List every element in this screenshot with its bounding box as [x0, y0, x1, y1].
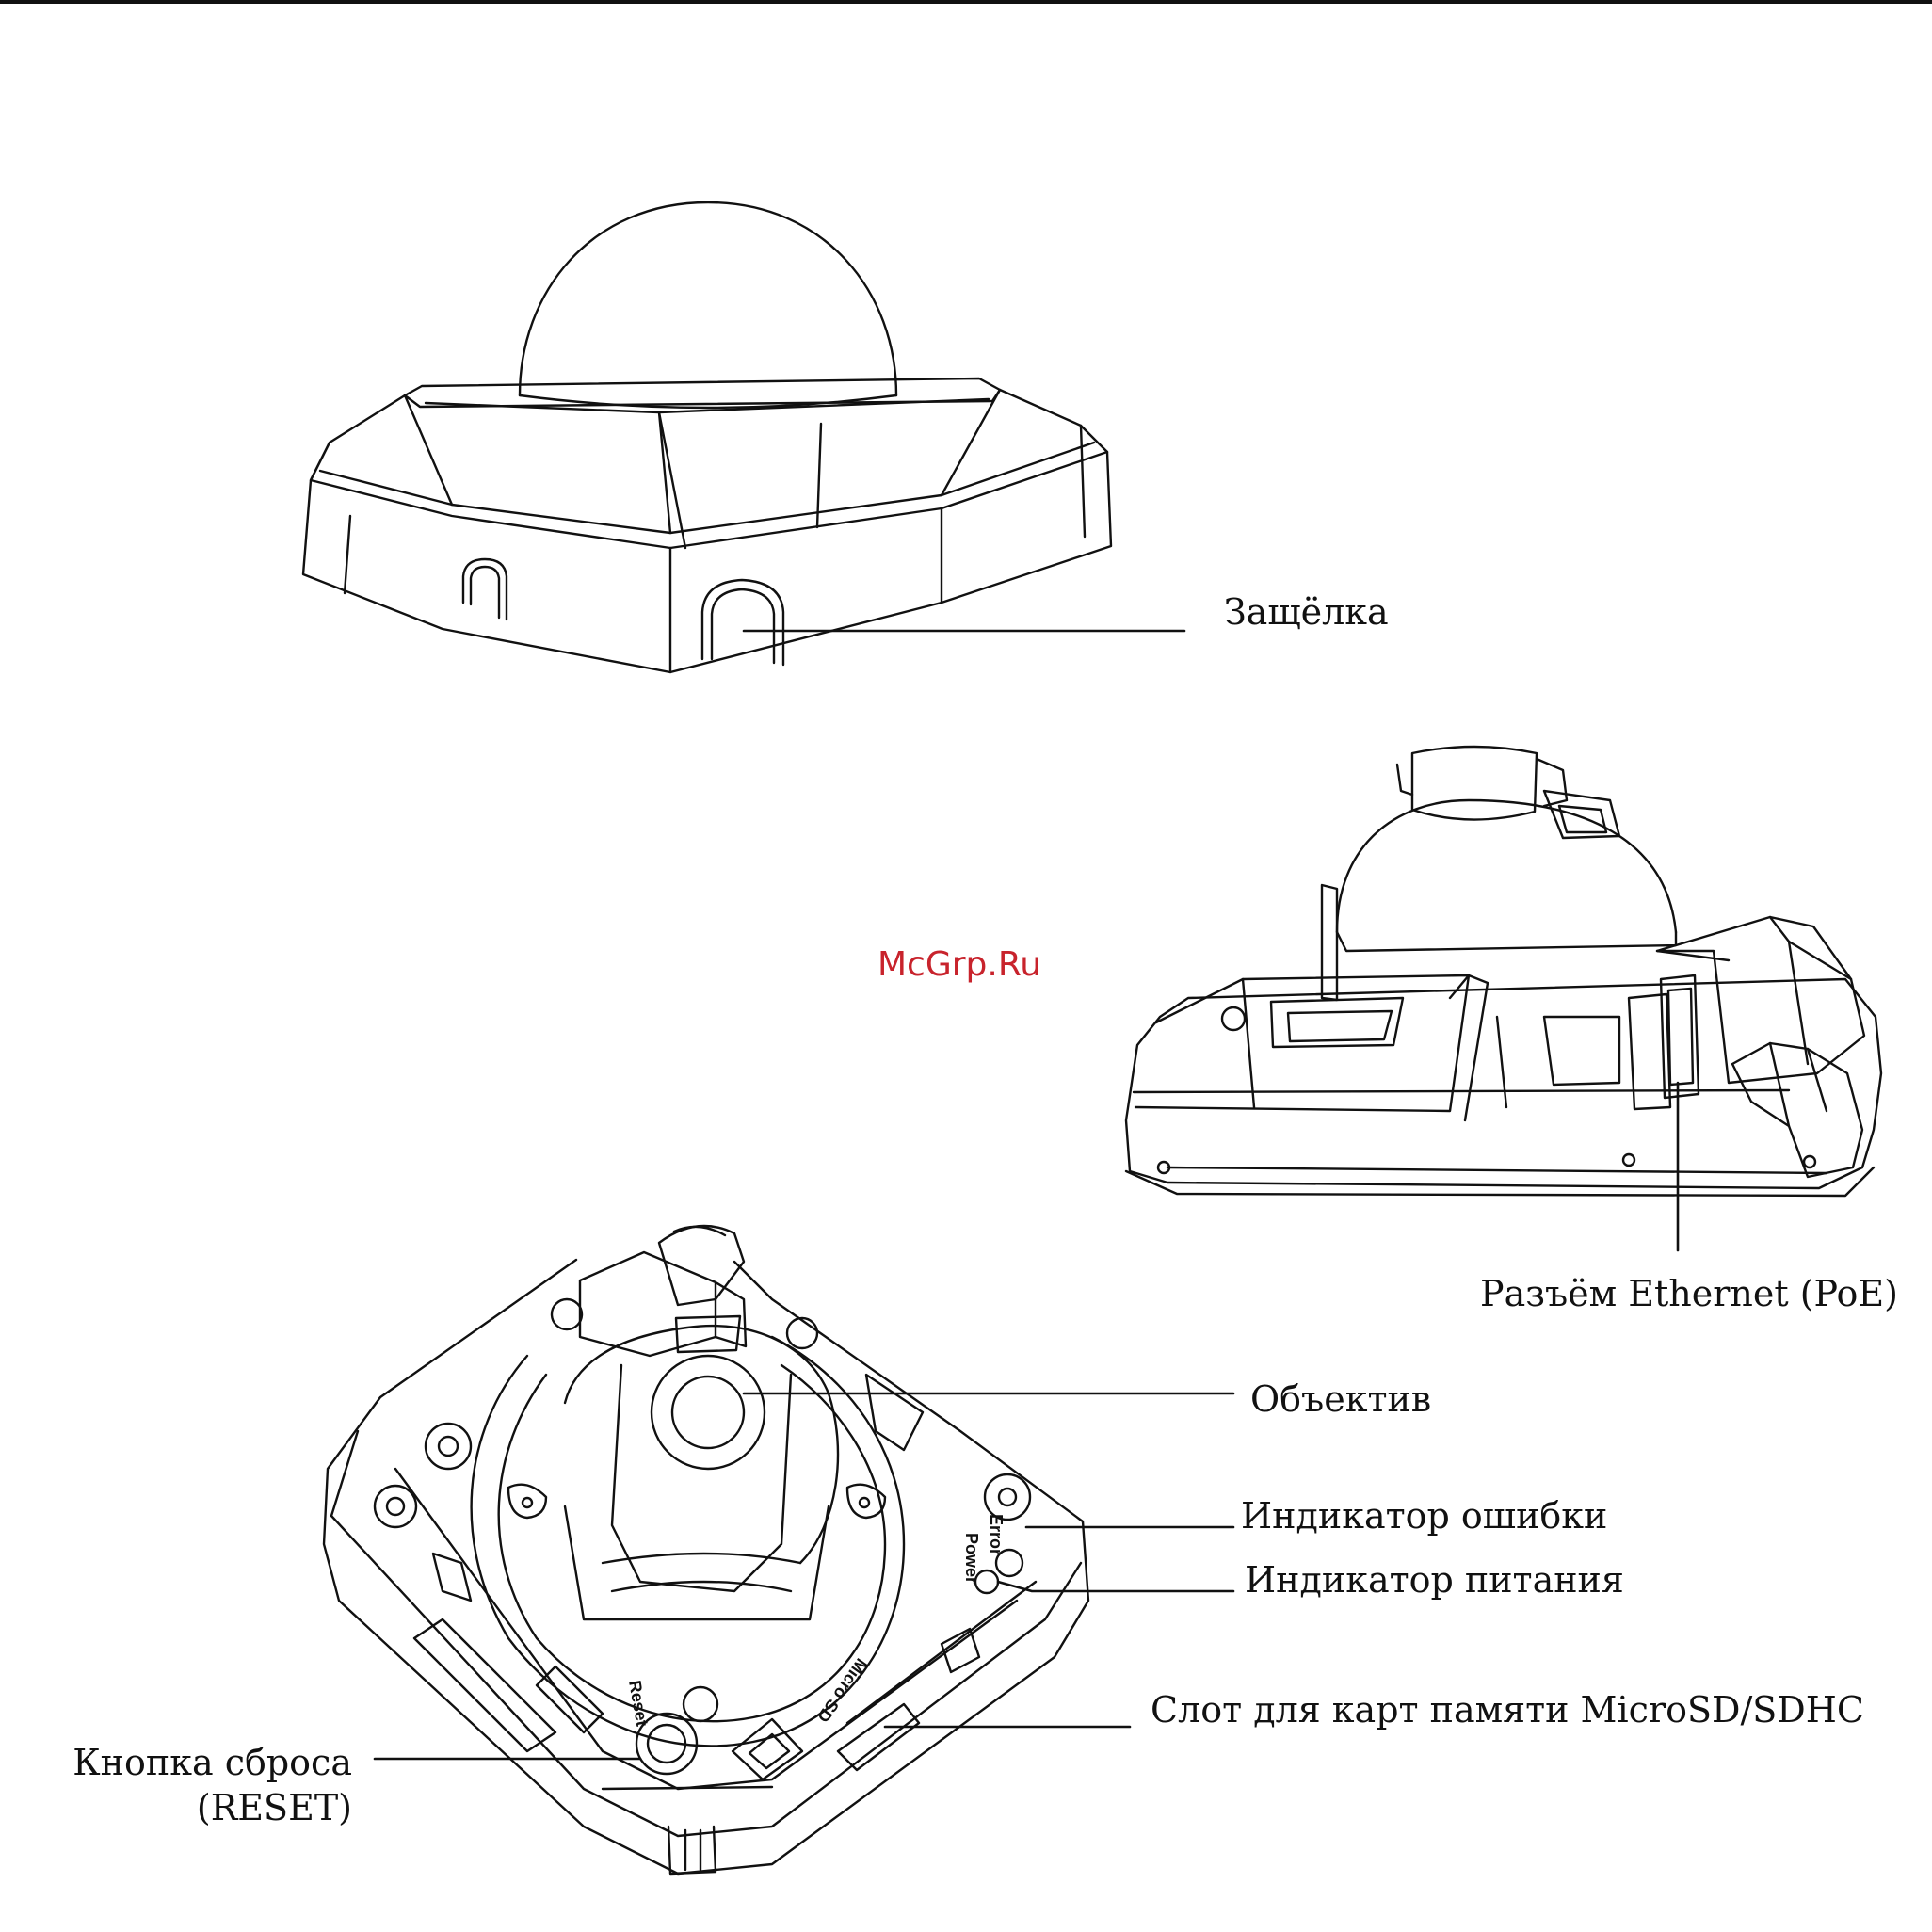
board-label-power: Power: [962, 1533, 981, 1584]
label-error-indicator: Индикатор ошибки: [1241, 1495, 1607, 1538]
lens: [652, 1356, 765, 1469]
top-cable-connector: [659, 1226, 744, 1305]
label-reset-line2: (RESET): [56, 1787, 352, 1830]
open-camera-side-illustration: [1126, 747, 1881, 1196]
board-printing: Power Error Micro SD Reset: [625, 1514, 1006, 1728]
label-lens: Объектив: [1250, 1378, 1431, 1422]
screw-hole-left: [375, 1486, 416, 1527]
dome-cover: [520, 202, 896, 395]
board-label-error: Error: [987, 1514, 1006, 1555]
label-ethernet-poe: Разъём Ethernet (PoE): [1480, 1273, 1898, 1316]
label-power-indicator: Индикатор питания: [1245, 1559, 1624, 1602]
watermark: McGrp.Ru: [877, 945, 1041, 984]
latch-opening-right: [702, 580, 783, 665]
board-label-reset: Reset: [625, 1679, 652, 1728]
label-reset-line1: Кнопка сброса: [56, 1742, 352, 1785]
lens-module-dome: [1337, 800, 1676, 932]
microsd-slot: [733, 1719, 802, 1779]
label-latch: Защёлка: [1224, 591, 1389, 635]
label-microsd-slot: Слот для карт памяти MicroSD/SDHC: [1151, 1689, 1864, 1732]
lens-barrel: [1412, 747, 1537, 820]
screw-hole-right: [985, 1474, 1030, 1520]
assembled-camera-illustration: [303, 202, 1111, 672]
